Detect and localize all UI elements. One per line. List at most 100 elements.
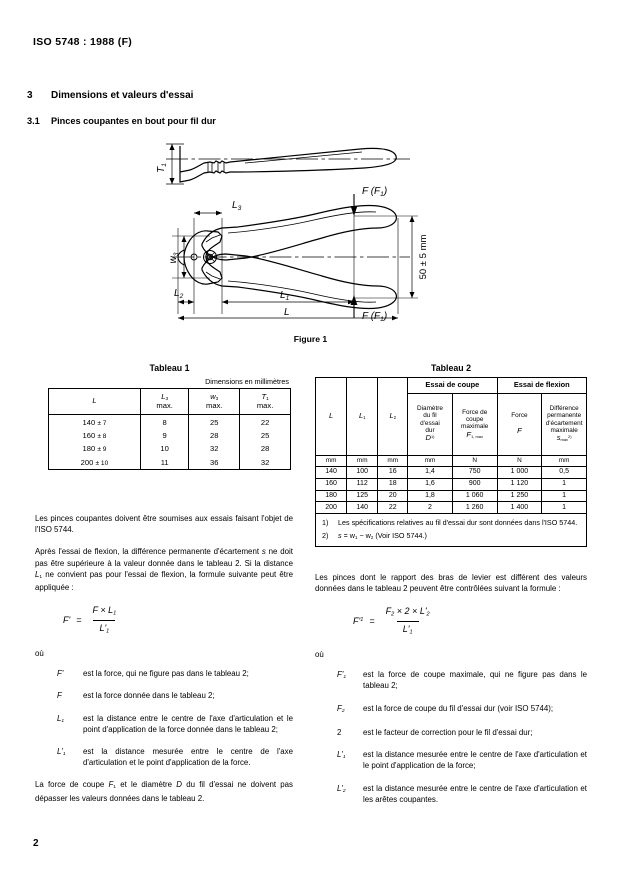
definition-symbol: L'2 xyxy=(337,783,346,794)
cell-L3: 9 xyxy=(139,428,190,443)
list-item: L'2 est la distance mesurée entre le cen… xyxy=(315,783,587,805)
cell-T1: 25 xyxy=(239,428,291,443)
unit-D: mm xyxy=(407,454,453,467)
tableau-2-col-force-coupe-max: Force de coupe maximale F1, max xyxy=(451,392,498,456)
definition-symbol: 2 xyxy=(337,727,342,737)
cell-L: 200 xyxy=(314,501,348,515)
cell-smax: 1 xyxy=(541,501,587,515)
cell-L3: 8 xyxy=(139,414,190,429)
figure-label-l: L xyxy=(284,307,290,318)
cell-w3: 32 xyxy=(188,442,241,456)
cell-F1max: 900 xyxy=(451,477,498,491)
figure-label-force-top: F (F1) xyxy=(362,186,387,198)
cell-w3: 28 xyxy=(188,428,241,443)
cell-L: 140 xyxy=(314,465,348,479)
table-row: 200 140 22 2 1 260 1 400 1 xyxy=(314,501,587,515)
list-item: F'1 est la force de coupe maximale, qui … xyxy=(315,669,587,691)
tableau-2-group-header-row: L L1 L2 Essai de coupe Essai de flexion xyxy=(314,377,588,456)
definition-text: est la distance mesurée entre le centre … xyxy=(363,783,587,804)
pliers-technical-drawing: T1 L3 w3 L2 L1 L F (F1) F (F1) 50 ± 5 mm xyxy=(156,143,429,323)
tableau-2-group-essai-flexion: Essai de flexion xyxy=(496,377,588,394)
list-item: L'1 est la distance mesurée entre le cen… xyxy=(35,746,293,768)
cell-L: 140 ± 7 xyxy=(48,414,141,429)
definition-text: est le facteur de correction pour le fil… xyxy=(363,727,533,737)
list-item: L'1 est la distance mesurée entre le cen… xyxy=(315,749,587,771)
tableau-1-block: Tableau 1 Dimensions en millimètres L L3… xyxy=(48,363,291,470)
tableau-1-header-row: L L3 max. w3 max. T1 max. xyxy=(48,387,291,416)
tableau-2-col-difference-permanente: Différence permanente d'écartement maxim… xyxy=(541,392,587,456)
cell-L3: 11 xyxy=(139,455,190,470)
figure-1-drawing: T1 L3 w3 L2 L1 L F (F1) F (F1) 50 ± 5 mm xyxy=(150,132,600,332)
tableau-2-subheader-row: Diamètre du fil d'essai dur D1) Force de… xyxy=(316,392,587,456)
table-row: 180 125 20 1,8 1 060 1 250 1 xyxy=(314,489,587,503)
cell-L2: 22 xyxy=(377,501,409,515)
paragraph-flexion: Après l'essai de flexion, la différence … xyxy=(35,547,294,593)
unit-smax: mm xyxy=(541,454,587,467)
fraction-numerator: F2 × 2 × L'2 xyxy=(385,606,430,618)
tableau-2-units-row: mm mm mm mm N N mm xyxy=(314,454,587,467)
section-title-3: Dimensions et valeurs d'essai xyxy=(51,90,194,101)
body-text-left-column: Les pinces coupantes doivent être soumis… xyxy=(35,513,293,815)
cell-F1max: 750 xyxy=(451,465,498,479)
tableau-1-units-note: Dimensions en millimètres xyxy=(205,377,289,386)
paragraph-essais-iso5744: Les pinces coupantes doivent être soumis… xyxy=(35,514,293,535)
section-heading-3: 3 Dimensions et valeurs d'essai xyxy=(27,90,193,101)
figure-label-l2: L2 xyxy=(174,288,184,300)
figure-label-l3: L3 xyxy=(232,200,242,212)
paragraph-bras-de-levier: Les pinces dont le rapport des bras de l… xyxy=(315,573,587,594)
tableau-1: L L3 max. w3 max. T1 max. xyxy=(48,387,291,470)
unit-L: mm xyxy=(314,454,348,467)
cell-F: 1 400 xyxy=(496,501,543,515)
cell-L1: 140 xyxy=(346,501,379,515)
definition-text: est la force de coupe du fil d'essai dur… xyxy=(363,703,554,713)
cell-L: 200 ± 10 xyxy=(48,455,141,470)
where-label-right: où xyxy=(315,650,324,660)
cell-smax: 1 xyxy=(541,489,587,503)
tableau-2-note-2: 2)s = w1 − w2 (Voir ISO 5744.) xyxy=(322,530,427,541)
table-row: 160 112 18 1,6 900 1 120 1 xyxy=(314,477,587,491)
figure-caption: Figure 1 xyxy=(293,334,328,344)
tableau-2-body: 140 100 16 1,4 750 1 000 0,5 160 112 18 … xyxy=(314,465,587,515)
definition-symbol: L1 xyxy=(57,713,65,724)
fraction-denominator: L'1 xyxy=(396,620,419,637)
definition-symbol: L'1 xyxy=(57,746,66,758)
tableau-2-notes: 1)Les spécifications relatives au fil d'… xyxy=(315,514,587,548)
section-title-3-1: Pinces coupantes en bout pour fil dur xyxy=(51,116,216,126)
table-row: 180 ± 9 10 32 28 xyxy=(48,442,291,456)
definition-symbol: F xyxy=(57,691,62,701)
formula-force-left: F' = F × L1 L'1 xyxy=(35,604,293,636)
definition-list-left: F' est la force, qui ne figure pas dans … xyxy=(35,668,293,768)
cell-D: 1,8 xyxy=(407,489,453,503)
tableau-2-note-1: 1)Les spécifications relatives au fil d'… xyxy=(322,518,578,528)
tableau-1-col-L: L xyxy=(48,387,141,416)
unit-L2: mm xyxy=(377,454,409,467)
cell-L1: 125 xyxy=(346,489,379,503)
tableau-2-title: Tableau 2 xyxy=(431,363,471,373)
tableau-2: L L1 L2 Essai de coupe Essai de flexion xyxy=(314,377,588,515)
figure-label-w3: w3 xyxy=(168,252,180,263)
tableau-1-col-w3: w3 max. xyxy=(188,387,241,416)
cell-L: 180 ± 9 xyxy=(48,442,141,456)
cell-smax: 1 xyxy=(541,477,587,491)
section-number-3: 3 xyxy=(27,90,33,101)
fraction-denominator: L'1 xyxy=(93,619,116,636)
body-text-right-column: Les pinces dont le rapport des bras de l… xyxy=(315,572,587,816)
formula-force-right: F'1 = F2 × 2 × L'2 L'1 xyxy=(315,605,587,637)
list-item: F' est la force, qui ne figure pas dans … xyxy=(35,668,293,679)
definition-symbol: L'1 xyxy=(337,750,346,761)
cell-F1max: 1 060 xyxy=(451,489,498,503)
figure-label-span: 50 ± 5 mm xyxy=(418,235,429,280)
cell-F: 1 250 xyxy=(496,489,543,503)
definition-text: est la distance mesurée entre le centre … xyxy=(363,750,587,771)
cell-F: 1 120 xyxy=(496,477,543,491)
fraction-numerator: F × L1 xyxy=(92,605,117,617)
tableau-1-col-L3: L3 max. xyxy=(139,387,190,416)
cell-L2: 20 xyxy=(377,489,409,503)
cell-D: 1,6 xyxy=(407,477,453,491)
figure-label-l1: L1 xyxy=(280,290,290,302)
list-item: F2 est la force de coupe du fil d'essai … xyxy=(315,703,587,716)
tableau-2-col-diametre: Diamètre du fil d'essai dur D1) xyxy=(407,392,453,456)
cell-L2: 16 xyxy=(377,465,409,479)
tableau-1-title: Tableau 1 xyxy=(149,363,190,373)
